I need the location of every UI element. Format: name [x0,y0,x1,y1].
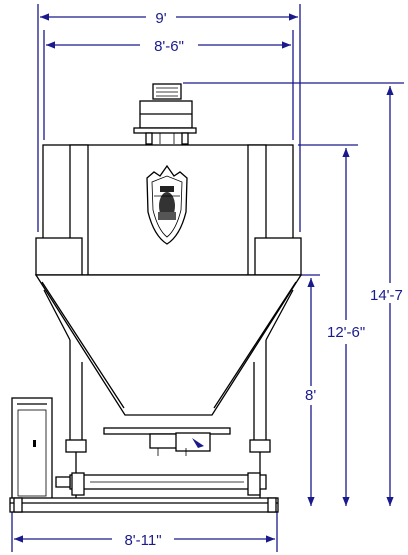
dimension-leg-height: 8' [286,274,320,506]
dimension-overall-width: 9' [37,4,301,232]
discharge-assembly [103,427,231,456]
screw-conveyor [55,472,267,496]
leg-height-label: 8' [305,387,316,404]
hopper-cone [34,274,303,416]
dimension-base-width: 8'-11" [11,512,278,552]
dimension-hopper-height: 12'-6" [298,144,365,506]
total-height-label: 14'-7 [370,287,403,304]
base-skid [9,497,279,513]
dimension-hopper-width: 8'-6" [43,30,294,140]
hopper-width-label: 8'-6" [154,38,184,55]
hopper-height-label: 12'-6" [327,324,365,341]
base-width-label: 8'-11" [124,532,161,549]
heraldic-crest-icon [146,164,188,245]
overall-width-label: 9' [155,10,166,27]
control-panel [11,397,53,502]
motor-icon [133,83,197,145]
dimension-total-height: 14'-7 [183,82,404,506]
